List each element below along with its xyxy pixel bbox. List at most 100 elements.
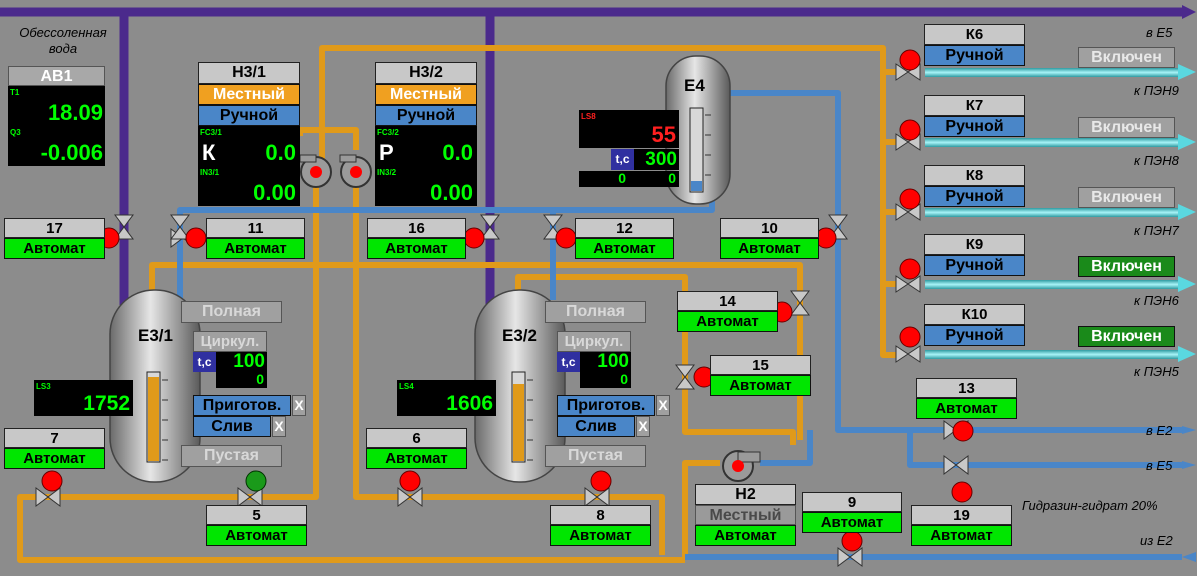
pump-h31-fc-tag: FC3/1 — [200, 128, 222, 137]
tank-e31-prep-x[interactable]: X — [292, 395, 306, 416]
tank-e32-prep[interactable]: Приготов. — [557, 395, 655, 416]
pump-h32-fc-tag: FC3/2 — [377, 128, 399, 137]
valve-5-led[interactable] — [245, 470, 267, 492]
valve-k10-mode[interactable]: Ручной — [924, 325, 1025, 346]
blue-pipes — [177, 90, 1182, 560]
to-pen7-label: к ПЭН7 — [1134, 223, 1179, 238]
valve-16-mode[interactable]: Автомат — [367, 238, 466, 259]
tank-e4-title: Е4 — [684, 76, 705, 95]
e4-counter2-value: 0 — [668, 170, 676, 186]
valve-16-number: 16 — [367, 218, 466, 238]
tank-e31-drain[interactable]: Слив — [193, 416, 271, 437]
valve-6-mode[interactable]: Автомат — [366, 448, 467, 469]
pump-h31-in-value: 0.00 — [253, 180, 296, 205]
to-pen8-label: к ПЭН8 — [1134, 153, 1179, 168]
valve-19-led[interactable] — [951, 481, 973, 503]
valve-k10-led[interactable] — [899, 326, 921, 348]
valve-16-led[interactable] — [463, 227, 485, 249]
tank-e31-drain-x[interactable]: X — [272, 416, 286, 437]
valve-k6-led[interactable] — [899, 49, 921, 71]
e4-t-display: 300 — [634, 149, 679, 170]
valve-k8-number: К8 — [924, 165, 1025, 186]
tank-e32-t-label: t,c — [557, 352, 580, 372]
valve-k6-number: К6 — [924, 24, 1025, 45]
valve-11-led[interactable] — [185, 227, 207, 249]
tank-e31-ls-tag: LS3 — [36, 382, 51, 391]
valve-9-mode[interactable]: Автомат — [802, 512, 902, 533]
valve-16-icon — [480, 214, 500, 240]
tank-e31-prep[interactable]: Приготов. — [193, 395, 291, 416]
e4-t-label: t,c — [611, 149, 634, 170]
tank-e32-drain[interactable]: Слив — [557, 416, 635, 437]
valve-10-mode[interactable]: Автомат — [720, 238, 819, 259]
valve-k9-mode[interactable]: Ручной — [924, 255, 1025, 276]
demin-water-pipe — [0, 7, 1182, 305]
to-pen6-label: к ПЭН6 — [1134, 293, 1179, 308]
hydrazine-label: Гидразин-гидрат 20% — [1022, 498, 1158, 513]
valve-9-number: 9 — [802, 492, 902, 512]
pump-h31-in-tag: IN3/1 — [200, 168, 220, 177]
pump-h32-fc-letter: Р — [379, 140, 394, 165]
valve-6-led[interactable] — [399, 470, 421, 492]
to-e5-bottom-label: в Е5 — [1146, 458, 1173, 473]
valve-14-mode[interactable]: Автомат — [677, 311, 778, 332]
pump-h32-in-tag: IN3/2 — [377, 168, 397, 177]
valve-k6-mode[interactable]: Ручной — [924, 45, 1025, 66]
valve-k8-mode[interactable]: Ручной — [924, 186, 1025, 207]
e4-counter2: 0 — [629, 170, 679, 187]
valve-k9-led[interactable] — [899, 258, 921, 280]
pump-h32-fc-display: FC3/2 Р 0.0 — [375, 126, 477, 166]
e4-ls8-tag: LS8 — [581, 112, 596, 121]
valve-8-led[interactable] — [590, 470, 612, 492]
demin-water-label: Обессоленная вода — [8, 25, 118, 57]
valve-7-led[interactable] — [41, 470, 63, 492]
valve-k9-icon — [895, 275, 921, 293]
tank-e32-full: Полная — [545, 301, 646, 323]
from-e2-arrow — [1182, 552, 1196, 562]
valve-8-number: 8 — [550, 505, 651, 525]
valve-k7-mode[interactable]: Ручной — [924, 116, 1025, 137]
av1-q3-value: -0.006 — [40, 140, 103, 165]
valve-15-mode[interactable]: Автомат — [710, 375, 811, 396]
tank-e32-circ: Циркул. — [557, 331, 631, 352]
pump-h31-mode1[interactable]: Местный — [198, 84, 300, 105]
valve-11-mode[interactable]: Автомат — [206, 238, 305, 259]
valve-10-led[interactable] — [815, 227, 837, 249]
valve-19-icon — [943, 455, 969, 475]
pump-h31-title: Н3/1 — [198, 62, 300, 84]
to-e5-top-label: в Е5 — [1146, 25, 1173, 40]
pump-h32-mode1[interactable]: Местный — [375, 84, 477, 105]
pump-h31-mode2[interactable]: Ручной — [198, 105, 300, 126]
tank-e32-ls-tag: LS4 — [399, 382, 414, 391]
tank-e31-circ: Циркул. — [193, 331, 267, 352]
valve-17-mode[interactable]: Автомат — [4, 238, 105, 259]
tank-e32-empty: Пустая — [545, 445, 646, 467]
valve-13-mode[interactable]: Автомат — [916, 398, 1017, 419]
valve-19-mode[interactable]: Автомат — [911, 525, 1012, 546]
tank-e32-ls-display: LS4 1606 — [397, 380, 496, 416]
pump-h2-mode1[interactable]: Местный — [695, 505, 796, 525]
valve-6-icon — [397, 487, 423, 507]
tank-e31-ls-display: LS3 1752 — [34, 380, 133, 416]
demin-water-arrow — [1182, 5, 1196, 19]
valve-12-led[interactable] — [555, 227, 577, 249]
tank-e32-prep-x[interactable]: X — [656, 395, 670, 416]
valve-7-mode[interactable]: Автомат — [4, 448, 105, 469]
valve-9-led[interactable] — [841, 530, 863, 552]
pump-h2-mode2[interactable]: Автомат — [695, 525, 796, 546]
valve-8-mode[interactable]: Автомат — [550, 525, 651, 546]
tank-e32-drain-x[interactable]: X — [636, 416, 650, 437]
pump-h32-mode2[interactable]: Ручной — [375, 105, 477, 126]
valve-k8-state: Включен — [1078, 187, 1175, 208]
valve-13-led[interactable] — [952, 420, 974, 442]
valve-12-mode[interactable]: Автомат — [575, 238, 674, 259]
valve-7-number: 7 — [4, 428, 105, 448]
valve-5-icon — [237, 487, 263, 507]
valve-5-mode[interactable]: Автомат — [206, 525, 307, 546]
valve-k7-led[interactable] — [899, 119, 921, 141]
av1-t1-tag: T1 — [10, 88, 20, 97]
pump-h32-icon — [339, 154, 372, 188]
valve-k8-led[interactable] — [899, 188, 921, 210]
valve-8-icon — [584, 487, 610, 507]
